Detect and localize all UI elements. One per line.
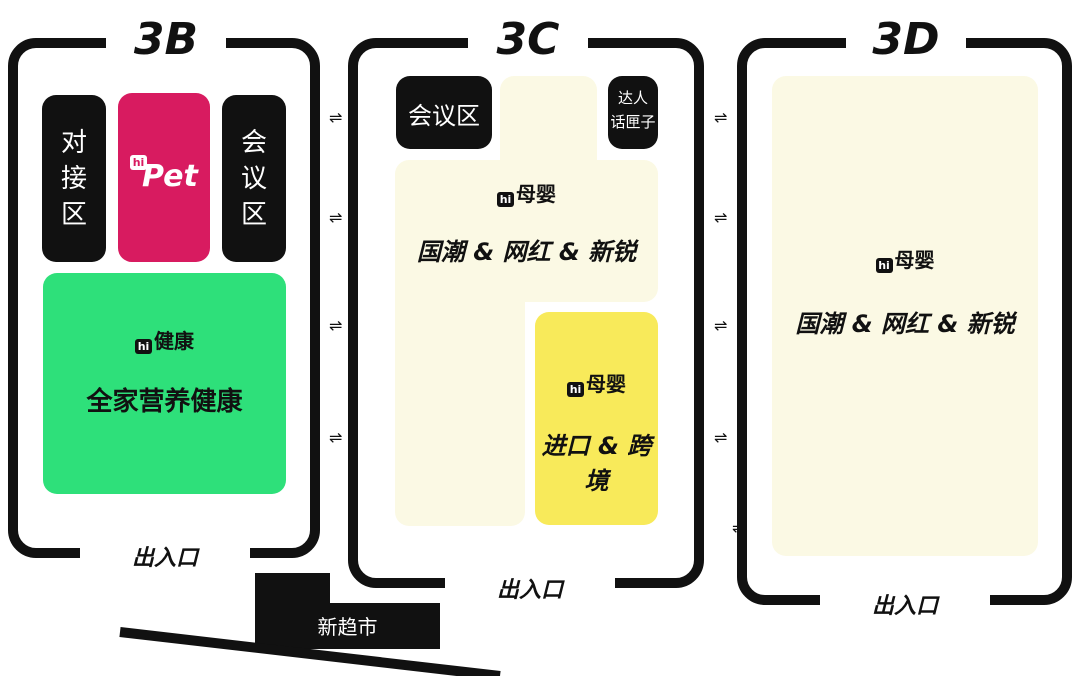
hi-logo-icon: hi	[497, 192, 514, 207]
hall-3b-title: 3B	[133, 14, 199, 65]
zone-3b-health[interactable]: hi 健康 全家营养健康	[43, 273, 286, 494]
talent-line-1: 达人	[617, 89, 648, 107]
hall-3c-title: 3C	[496, 14, 560, 65]
zone-3c-main[interactable]: hi 母婴 国潮 & 网红 & 新锐	[395, 170, 658, 280]
zone-3c-import[interactable]: hi 母婴 进口 & 跨境	[535, 312, 658, 525]
hall-3c-exit: 出入口	[496, 578, 563, 603]
c-import-brand: 母婴	[586, 372, 626, 396]
meeting-char-3: 区	[240, 199, 267, 230]
supermarket-label: 新趋市	[317, 615, 378, 639]
docking-char-3: 区	[60, 199, 87, 230]
pet-brand: Pet	[142, 159, 198, 194]
hi-logo-icon: hi	[567, 382, 584, 397]
zone-3c-meeting[interactable]: 会议区	[396, 76, 492, 149]
docking-char-1: 对	[60, 127, 87, 158]
c-meeting-label: 会议区	[408, 102, 480, 130]
hall-3d-exit: 出入口	[871, 594, 938, 619]
passage-arrow-icon: ⇌	[712, 108, 730, 127]
hi-logo-icon: hi	[135, 339, 152, 354]
d-main-title: 国潮 & 网红 & 新锐	[795, 310, 1015, 338]
road-line	[119, 627, 501, 676]
hall-3d-title: 3D	[872, 14, 940, 65]
passage-arrow-icon: ⇌	[712, 428, 730, 447]
supermarket-zone[interactable]: 新趋市	[255, 603, 440, 649]
docking-char-2: 接	[60, 163, 87, 194]
zone-3b-docking[interactable]: 对 接 区	[42, 95, 106, 262]
passage-arrow-icon: ⇌	[327, 428, 345, 447]
zone-3b-meeting[interactable]: 会 议 区	[222, 95, 286, 262]
meeting-char-2: 议	[240, 163, 267, 194]
health-title: 全家营养健康	[86, 387, 243, 417]
zone-3d-main[interactable]: hi 母婴 国潮 & 网红 & 新锐	[772, 76, 1038, 556]
passage-arrow-icon: ⇌	[327, 316, 345, 335]
talent-line-2: 话匣子	[610, 113, 656, 131]
meeting-char-1: 会	[240, 127, 267, 158]
hi-logo-icon: hi	[130, 155, 147, 170]
hall-3b-exit: 出入口	[131, 546, 198, 571]
health-brand: 健康	[154, 329, 194, 353]
c-main-brand: 母婴	[516, 182, 556, 206]
passage-arrow-icon: ⇌	[327, 108, 345, 127]
zone-3b-pet[interactable]: hi Pet	[118, 93, 210, 262]
passage-arrow-icon: ⇌	[712, 208, 730, 227]
passage-arrow-icon: ⇌	[712, 316, 730, 335]
c-import-title: 进口 & 跨境	[541, 432, 652, 495]
zone-3c-talent[interactable]: 达人 话匣子	[608, 76, 658, 149]
d-main-brand: 母婴	[894, 248, 935, 272]
passage-arrow-icon: ⇌	[327, 208, 345, 227]
c-main-title: 国潮 & 网红 & 新锐	[416, 238, 637, 266]
hi-logo-icon: hi	[875, 258, 893, 273]
